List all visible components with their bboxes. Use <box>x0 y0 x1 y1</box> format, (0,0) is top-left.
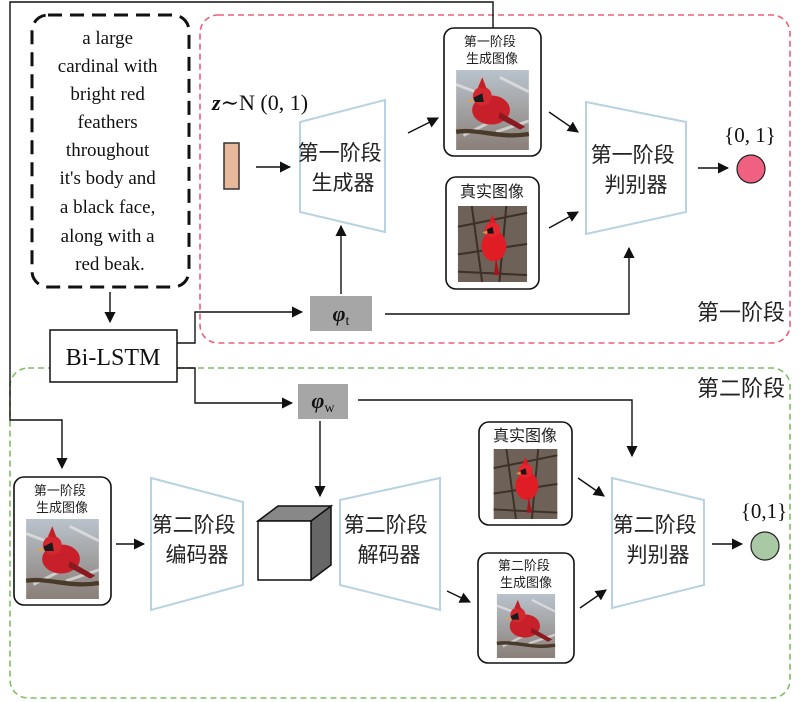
feature-cube <box>255 504 334 582</box>
stage2-output-label: {0,1} <box>741 499 787 523</box>
noise-z: z <box>211 90 221 115</box>
caption-line: bright red <box>70 84 145 105</box>
caption-line: along with a <box>61 226 155 247</box>
stage2-encoder-line: 编码器 <box>166 543 229 567</box>
stage2-discriminator-line: 第二阶段 <box>613 513 697 537</box>
caption-line: 生成图像 <box>466 52 518 67</box>
stage1-generator-line: 第一阶段 <box>298 141 382 165</box>
stage2-generated-bird-image <box>497 594 555 658</box>
arrow-bilstm-to-phi-t <box>177 306 304 344</box>
arrow-bilstm-to-phi-w <box>177 367 294 409</box>
arrow-real-image-to-discriminator2 <box>577 477 605 497</box>
stage2-decoder-line: 第二阶段 <box>344 513 428 537</box>
phi-w-box <box>298 384 348 419</box>
stage2-decoder-label: 第二阶段 解码器 <box>344 513 435 567</box>
phi-w-symbol: φ <box>312 388 325 413</box>
stage1-output-label: {0, 1} <box>724 123 776 147</box>
caption-line: 生成图像 <box>36 501 88 516</box>
arrow-real-image-to-discriminator1 <box>548 211 579 229</box>
stage2-title: 第二阶段 <box>697 377 785 402</box>
stage1-discriminator-line: 第一阶段 <box>591 143 675 167</box>
stage2-encoder-label: 第二阶段 编码器 <box>152 513 243 567</box>
stage1-discriminator-label: 第一阶段 判别器 <box>591 143 682 197</box>
caption-line: a black face, <box>60 197 155 218</box>
arrow-generator-to-stage1-image <box>407 117 440 134</box>
caption-line: red beak. <box>75 254 145 275</box>
stage2-input-image-caption: 第一阶段 生成图像 <box>34 484 90 516</box>
stage1-generated-bird-image <box>456 70 529 150</box>
caption-line: feathers <box>78 112 138 133</box>
stage1-generated-image-caption: 第一阶段 生成图像 <box>464 35 520 67</box>
noise-vector <box>223 142 240 190</box>
phi-t-subscript: t <box>345 314 349 329</box>
stage1-generator <box>299 98 386 234</box>
arrow-decoder-to-stage2-image <box>446 590 472 603</box>
stage2-output-circle <box>750 531 780 561</box>
stage2-real-bird-image <box>492 449 559 519</box>
caption-line: 第二阶段 <box>498 559 550 574</box>
caption-line: a large <box>82 28 133 49</box>
phi-w-label: φw <box>312 388 336 416</box>
stage2-decoder-line: 解码器 <box>358 543 421 567</box>
stage2-encoder <box>150 476 244 612</box>
phi-t-label: φt <box>333 301 350 329</box>
stage2-input-bird-image <box>26 519 99 599</box>
stage1-title: 第一阶段 <box>697 301 785 326</box>
stage1-discriminator <box>585 100 687 236</box>
caption-line: 第一阶段 <box>464 35 516 50</box>
stage2-generated-image-caption: 第二阶段 生成图像 <box>498 559 554 591</box>
phi-t-box <box>310 296 372 331</box>
stage1-real-image-caption: 真实图像 <box>460 182 524 201</box>
stage1-region <box>199 14 791 344</box>
caption-text: a large cardinal with bright red feather… <box>58 28 162 275</box>
arrow-phi-w-to-discriminator2 <box>358 399 638 458</box>
stage2-discriminator <box>611 476 705 610</box>
stage2-encoder-line: 第二阶段 <box>152 513 236 537</box>
stage2-real-image-caption: 真实图像 <box>493 426 557 445</box>
stage1-real-bird-image <box>457 206 528 282</box>
stage2-discriminator-line: 判别器 <box>627 543 690 567</box>
arrow-stage1-image-to-stage2-input <box>9 1 494 470</box>
noise-distribution: ∼N (0, 1) <box>221 90 308 115</box>
stage1-generator-line: 生成器 <box>312 171 375 195</box>
bilstm-box <box>49 329 178 383</box>
arrow-stage2-image-to-discriminator2 <box>579 589 607 609</box>
caption-line: cardinal with <box>58 56 158 77</box>
stage1-discriminator-line: 判别器 <box>605 173 668 197</box>
stage1-generator-label: 第一阶段 生成器 <box>298 141 389 195</box>
caption-line: 生成图像 <box>500 576 552 591</box>
arrow-stage1-image-to-discriminator <box>548 111 579 133</box>
caption-line: throughout <box>66 140 150 161</box>
stage1-output-circle <box>736 154 766 184</box>
caption-box <box>30 13 191 289</box>
phi-w-subscript: w <box>324 401 335 416</box>
arrow-phi-t-to-discriminator1 <box>385 246 635 315</box>
stage2-discriminator-label: 第二阶段 判别器 <box>613 513 704 567</box>
cube-front-face <box>257 520 312 581</box>
stage2-region <box>9 367 791 699</box>
bilstm-label: Bi-LSTM <box>66 345 161 371</box>
caption-line: 第一阶段 <box>34 484 86 499</box>
phi-t-symbol: φ <box>333 301 346 326</box>
stage2-decoder <box>339 476 441 612</box>
caption-line: it's body and <box>59 168 156 189</box>
noise-label: z∼N (0, 1) <box>211 90 308 115</box>
